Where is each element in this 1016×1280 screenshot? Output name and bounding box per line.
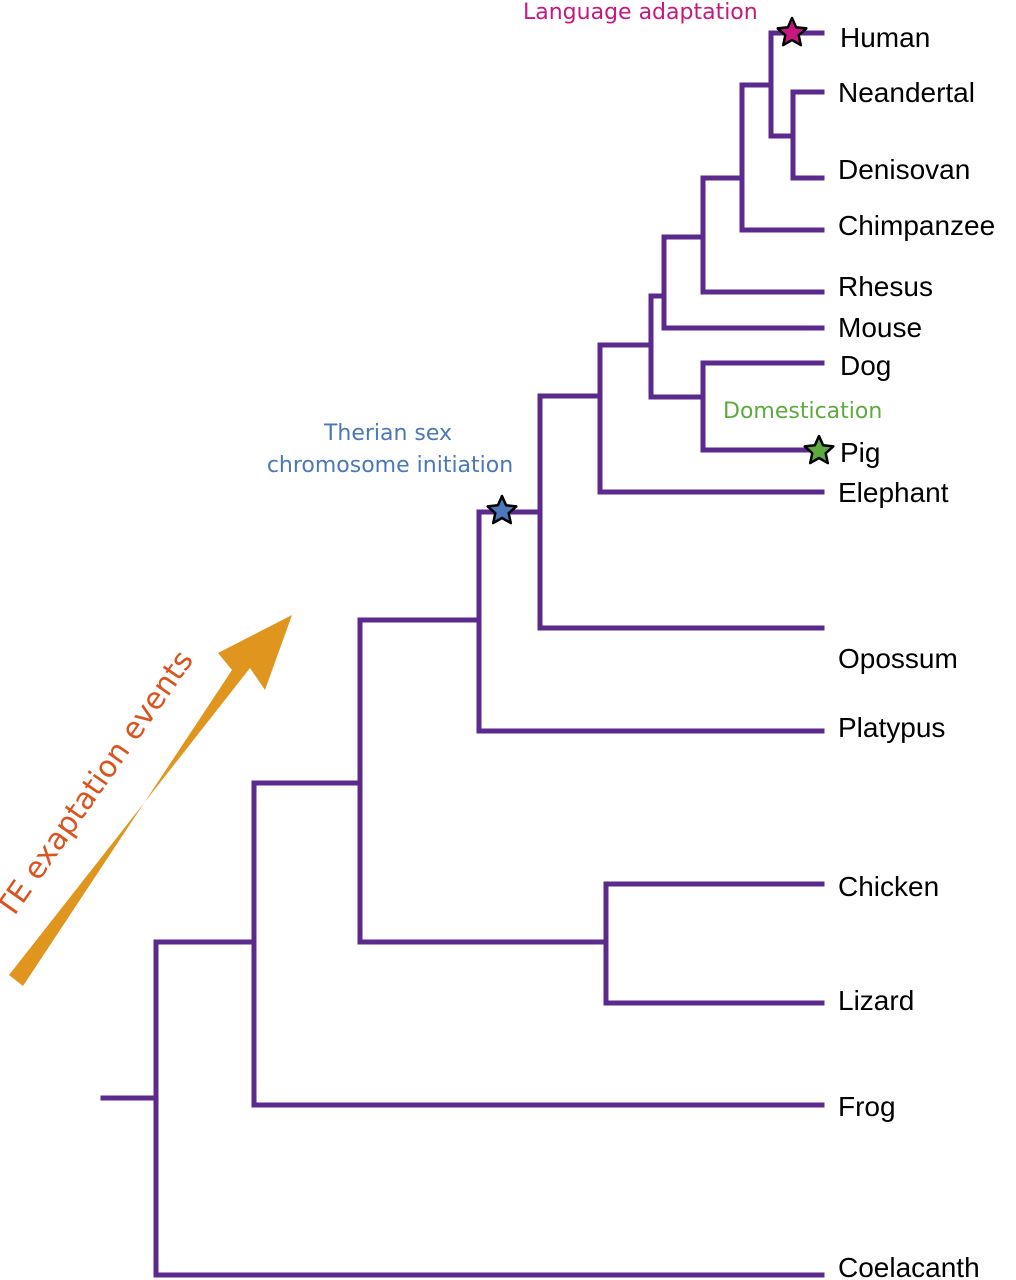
- taxon-neandertal: Neandertal: [838, 77, 975, 108]
- taxon-chimpanzee: Chimpanzee: [838, 210, 995, 241]
- taxon-frog: Frog: [838, 1091, 896, 1122]
- taxon-dog: Dog: [840, 350, 891, 381]
- therian-sex-chromosome-star: [486, 494, 518, 525]
- event-annotations: Language adaptation Therian sex chromoso…: [267, 0, 882, 478]
- language-adaptation-label: Language adaptation: [523, 0, 758, 25]
- taxon-lizard: Lizard: [838, 985, 914, 1016]
- te-exaptation-label: TE exaptation events: [0, 644, 201, 926]
- taxon-mouse: Mouse: [838, 312, 922, 343]
- domestication-star: [803, 434, 835, 465]
- taxon-rhesus: Rhesus: [838, 271, 933, 302]
- taxon-denisovan: Denisovan: [838, 154, 970, 185]
- te-exaptation-arrow: TE exaptation events: [0, 615, 292, 986]
- taxon-pig: Pig: [840, 437, 880, 468]
- taxon-opossum: Opossum: [838, 643, 958, 674]
- taxon-platypus: Platypus: [838, 712, 945, 743]
- event-stars: [486, 16, 835, 525]
- taxon-human: Human: [840, 22, 930, 53]
- taxon-chicken: Chicken: [838, 871, 939, 902]
- arrow-shape: [9, 615, 292, 986]
- tree-branches: [100, 30, 825, 1278]
- taxon-coelacanth: Coelacanth: [838, 1252, 980, 1280]
- domestication-label: Domestication: [723, 399, 882, 424]
- language-adaptation-star: [776, 16, 808, 47]
- taxon-elephant: Elephant: [838, 477, 949, 508]
- therian-label-line1: Therian sex: [323, 421, 452, 446]
- therian-label-line2: chromosome initiation: [267, 453, 513, 478]
- taxon-labels: Human Neandertal Denisovan Chimpanzee Rh…: [838, 22, 995, 1280]
